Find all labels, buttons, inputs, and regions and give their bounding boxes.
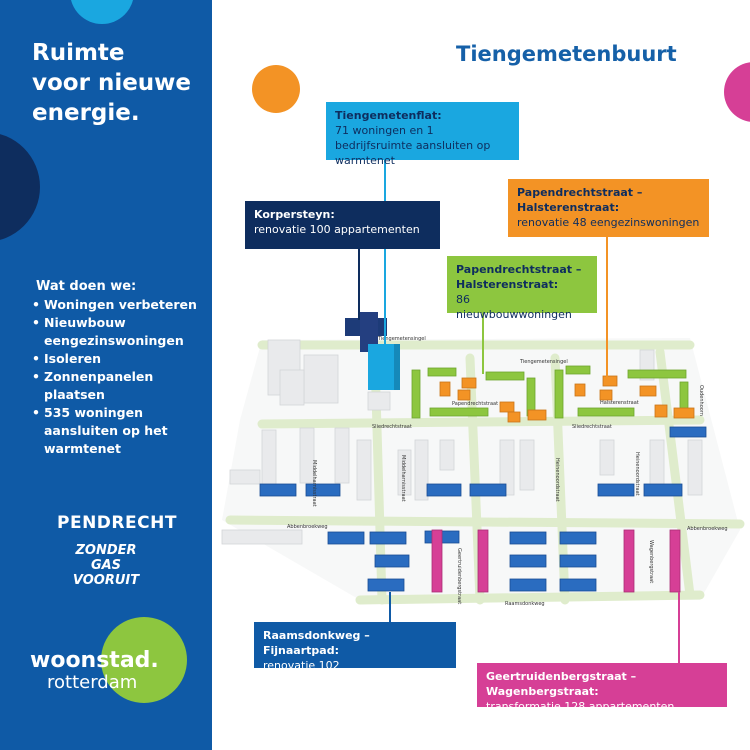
- street-label-other-2: Middelharnisstraat: [311, 460, 317, 507]
- street-label-wagenbergstraat: Wagenbergstraat: [648, 540, 654, 583]
- callout-title: Papendrechtstraat – Halsterenstraat:: [517, 186, 643, 214]
- leader-geertruidenberg: [678, 592, 680, 664]
- callout-text: renovatie 48 eengezinswoningen: [517, 216, 700, 229]
- street-label-other-1: Heinenoordstraat: [634, 452, 640, 496]
- street-label-tiengemetensingel: Tiengemetensingel: [519, 359, 568, 365]
- decor-circle-navy-left: [0, 132, 40, 242]
- street-label-oudenhoorn: Oudenhoorn: [698, 385, 704, 416]
- tiengemetenflat-side: [394, 344, 400, 390]
- sidebar-panel: Ruimte voor nieuwe energie. Wat doen we:…: [0, 0, 212, 750]
- street-label-sliedrechtstraat-2: Sliedrechtstraat: [572, 424, 612, 430]
- list-item: Woningen verbeteren: [32, 296, 207, 314]
- callout-text: renovatie 102 eengezinswoningen: [263, 659, 373, 687]
- headline-line-2: voor nieuwe: [32, 70, 192, 96]
- leader-tiengemetenflat: [384, 160, 386, 350]
- decor-circle-orange: [252, 65, 300, 113]
- leader-raamsdonkweg: [389, 592, 391, 622]
- street-label-middelharnisstraat: Middelharnisstraat: [400, 455, 406, 502]
- leader-korpersteyn: [358, 248, 360, 320]
- callout-papendrecht-nieuwbouw: Papendrechtstraat – Halsterenstraat: 86 …: [447, 256, 597, 321]
- callout-title: Tiengemetenflat:: [335, 109, 442, 122]
- callout-raamsdonkweg: Raamsdonkweg – Fijnaartpad: renovatie 10…: [254, 622, 456, 687]
- callout-title: Korpersteyn:: [254, 208, 335, 221]
- callout-text: renovatie 100 appartementen: [254, 223, 420, 236]
- list-item: Nieuwbouw eengezinswoningen: [32, 314, 207, 350]
- street-label-abbenbroekweg-2: Abbenbroekweg: [687, 526, 728, 532]
- callout-text: transformatie 128 appartementen: [486, 700, 675, 713]
- pink-transformation-blocks: [431, 529, 681, 593]
- wat-doen-we-title: Wat doen we:: [36, 279, 137, 294]
- decor-circle-cyan-top: [70, 0, 134, 24]
- street-label-raamsdonkweg: Raamsdonkweg: [505, 601, 545, 607]
- orange-renovation-houses: [439, 375, 695, 423]
- tiengemetenflat-building: [368, 344, 394, 390]
- callout-geertruidenberg: Geertruidenbergstraat – Wagenbergstraat:…: [477, 663, 727, 713]
- street-network: [225, 340, 745, 605]
- callout-title: Raamsdonkweg – Fijnaartpad:: [263, 629, 370, 657]
- headline-line-3: energie.: [32, 100, 140, 126]
- blue-renovation-rows: [259, 426, 707, 592]
- brand-zonder-gas-vooruit: ZONDER GAS VOORUIT: [72, 543, 140, 588]
- list-item: Zonnenpanelen plaatsen: [32, 368, 207, 404]
- street-label-papendrechtstraat: Papendrechtstraat: [452, 401, 498, 407]
- korpersteyn-building-top: [360, 312, 378, 352]
- grey-buildings: [221, 339, 703, 545]
- neighbourhood-map: Tiengemetensingel Tiengemetensingel Pape…: [221, 312, 745, 607]
- street-label-heinenoordstraat: Heinenoordstraat: [554, 458, 560, 502]
- street-label-halsterenstraat: Halsterenstraat: [600, 400, 639, 406]
- callout-tiengemetenflat: Tiengemetenflat: 71 woningen en 1 bedrij…: [326, 102, 519, 167]
- callout-text: 86 nieuwbouwwoningen: [456, 293, 572, 321]
- callout-title: Geertruidenbergstraat – Wagenbergstraat:: [486, 670, 637, 698]
- callout-title: Papendrechtstraat – Halsterenstraat:: [456, 263, 582, 291]
- woonstad-logo-text: woonstad.: [30, 648, 159, 673]
- leader-papendrecht-green: [482, 312, 484, 374]
- rotterdam-logo-text: rotterdam: [47, 672, 138, 693]
- street-label-geertruidenbergstraat: Geertruidenbergstraat: [456, 548, 462, 604]
- list-item: 535 woningen aansluiten op het warmtenet: [32, 404, 207, 458]
- callout-papendrecht-renovatie: Papendrechtstraat – Halsterenstraat: ren…: [508, 179, 709, 237]
- wat-doen-we-list: Woningen verbeteren Nieuwbouw eengezinsw…: [32, 296, 207, 458]
- sidebar-headline: Ruimte voor nieuwe energie.: [32, 38, 191, 128]
- street-label-tiengemetensingel-2: Tiengemetensingel: [377, 336, 426, 342]
- leader-papendrecht-orange: [606, 236, 608, 384]
- headline-line-1: Ruimte: [32, 40, 125, 66]
- callout-text: 71 woningen en 1 bedrijfsruimte aansluit…: [335, 124, 491, 167]
- brand-pendrecht: PENDRECHT: [57, 513, 177, 533]
- decor-circle-green-bottom: [101, 617, 187, 703]
- map-title: Tiengemetenbuurt: [456, 42, 677, 66]
- street-label-abbenbroekweg-1: Abbenbroekweg: [287, 524, 328, 530]
- green-newbuild-blocks: [411, 365, 689, 419]
- street-label-sliedrechtstraat-1: Sliedrechtstraat: [372, 424, 412, 430]
- callout-korpersteyn: Korpersteyn: renovatie 100 appartementen: [245, 201, 440, 249]
- list-item: Isoleren: [32, 350, 207, 368]
